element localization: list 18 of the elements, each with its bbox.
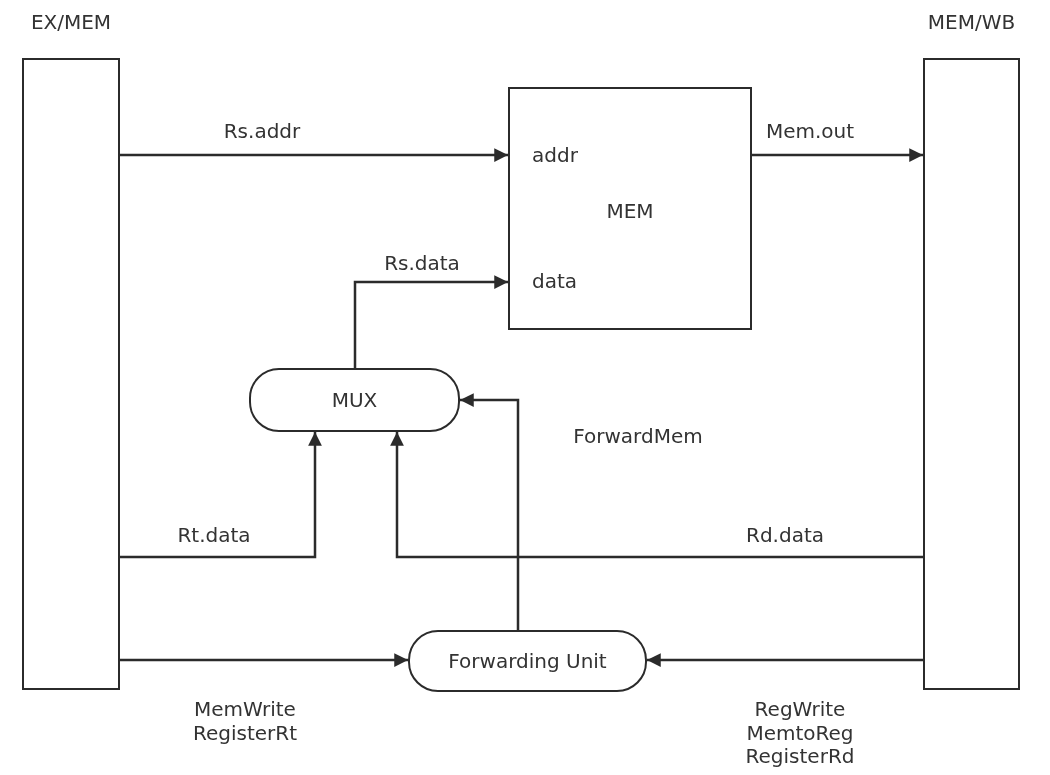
arrow — [353, 275, 508, 368]
port-label: data — [532, 269, 578, 293]
register-label: EX/MEM — [30, 10, 112, 34]
arrow — [390, 432, 923, 559]
unit-label: MUX — [331, 388, 378, 412]
arrow — [460, 393, 520, 630]
port-label: addr — [532, 143, 578, 167]
arrow — [120, 148, 508, 162]
rounded-process-box — [249, 368, 460, 432]
process-box — [508, 87, 752, 330]
arrow — [120, 653, 408, 667]
unit-label: Forwarding Unit — [448, 649, 607, 673]
arrow — [752, 148, 923, 162]
unit-label: MEM — [606, 199, 654, 223]
arrow — [120, 432, 322, 559]
arrow — [647, 653, 923, 667]
register-label: MEM/WB — [927, 10, 1016, 34]
rounded-process-box — [408, 630, 647, 692]
